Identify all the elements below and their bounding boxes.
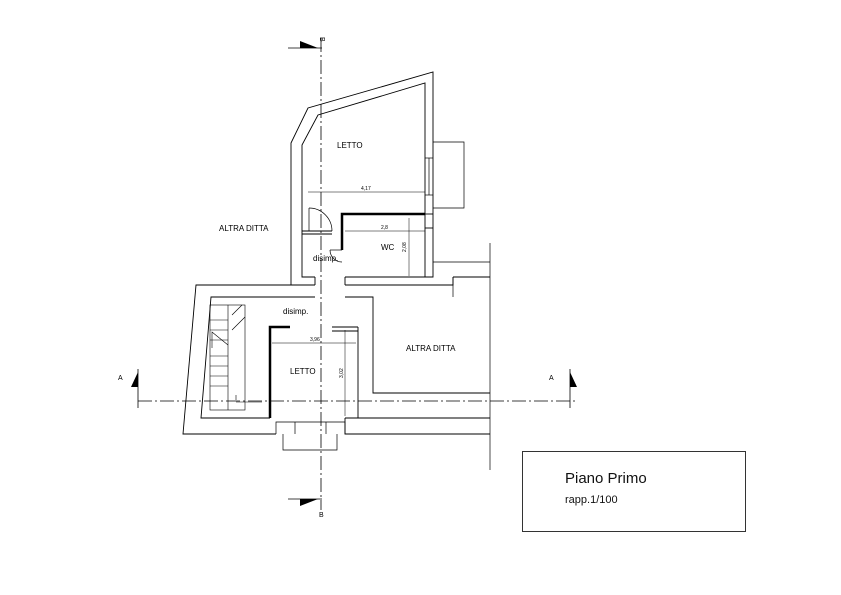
room-label-disimp-large: disimp. xyxy=(283,307,308,316)
neighbor-boundary-right xyxy=(433,243,491,470)
section-label-b-bottom: B xyxy=(319,512,324,519)
room-label-altra-ditta-left: ALTRA DITTA xyxy=(219,224,269,233)
dimension-lines xyxy=(272,191,425,416)
balcony xyxy=(425,141,465,209)
section-marker-a-left xyxy=(131,369,139,408)
room-label-letto-upper: LETTO xyxy=(337,141,363,150)
section-label-a-right: A xyxy=(549,375,554,382)
section-label-a-left: A xyxy=(118,375,123,382)
walls-lower-wing xyxy=(182,276,490,435)
dimension-upper-width: 4,17 xyxy=(361,186,371,192)
section-label-b-top: B xyxy=(318,37,325,42)
room-label-wc: WC xyxy=(381,243,395,252)
section-marker-b-bottom xyxy=(288,498,322,506)
door-swing-wc xyxy=(329,249,343,263)
section-marker-b-top xyxy=(288,41,322,49)
room-label-letto-lower: LETTO xyxy=(290,367,316,376)
room-label-disimp-small: disimp. xyxy=(313,254,338,263)
section-marker-a-right xyxy=(569,369,577,408)
wall-lower-letto xyxy=(268,325,359,418)
entrance-step xyxy=(275,421,346,451)
title-block: Piano Primo rapp.1/100 xyxy=(522,451,746,532)
room-label-altra-ditta-right: ALTRA DITTA xyxy=(406,344,456,353)
dimension-wc-height: 2,08 xyxy=(402,242,408,252)
wall-wc xyxy=(302,212,433,250)
dimension-wc-width: 2,8 xyxy=(381,225,388,231)
plan-scale: rapp.1/100 xyxy=(565,494,618,506)
door-swing-upper xyxy=(308,207,333,232)
dimension-lower-height: 3,02 xyxy=(339,368,345,378)
plan-title: Piano Primo xyxy=(565,470,647,487)
dimension-lower-width: 3,96 xyxy=(310,337,320,343)
staircase xyxy=(209,304,262,411)
